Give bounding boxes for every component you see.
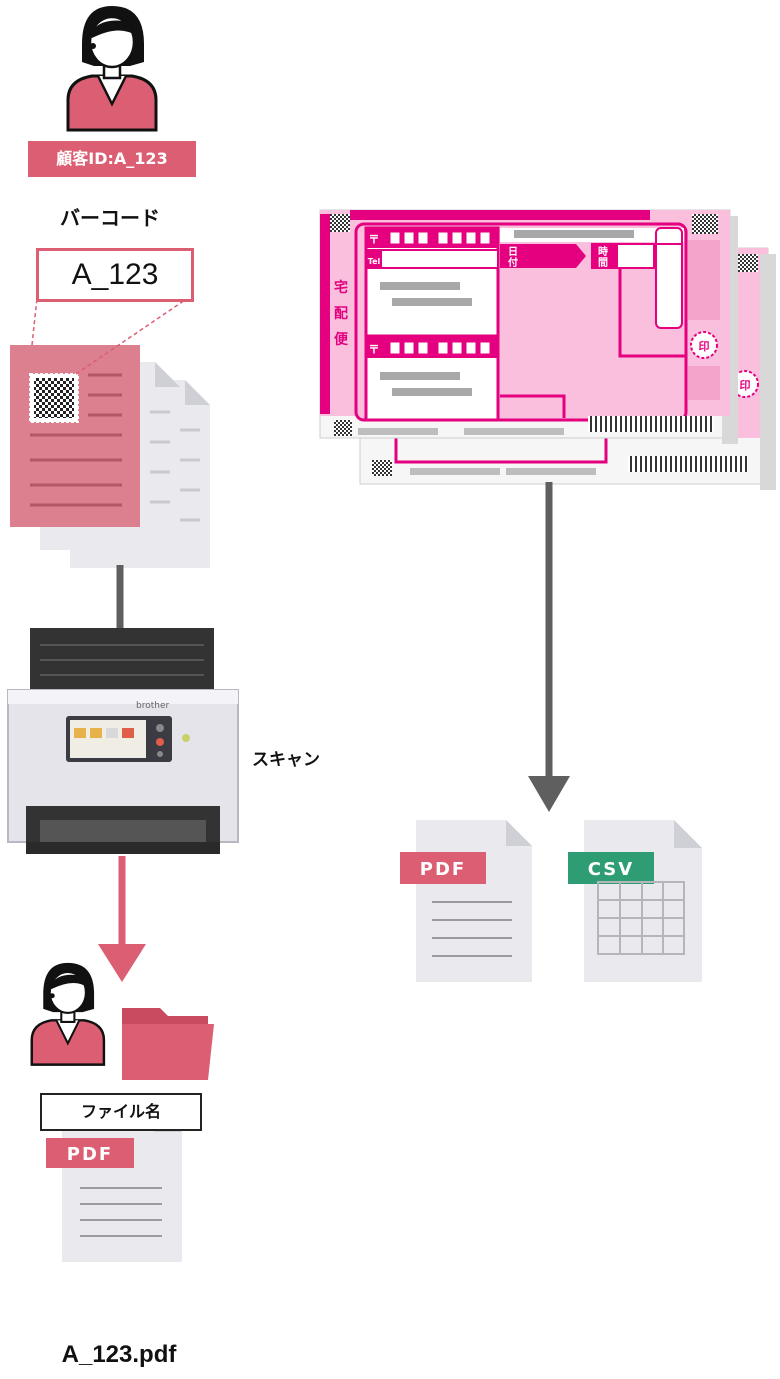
scanner-device: brother (7, 628, 239, 854)
slip-title-3: 便 (334, 331, 349, 348)
recipient-avatar (30, 962, 106, 1066)
folder-icon (122, 1008, 214, 1080)
barcode-title: バーコード (60, 206, 160, 230)
date-label-2: 付 (508, 256, 518, 269)
scan-output-arrow (98, 856, 146, 982)
seal-front: 印 (699, 340, 710, 353)
time-label-1: 時 (598, 245, 608, 258)
slip-title-1: 宅 (334, 279, 348, 296)
csv-badge: CSV (588, 859, 634, 880)
tel-mark: Tel (368, 257, 381, 266)
slip-output-arrow (528, 482, 570, 812)
scanner-brand: brother (136, 701, 169, 711)
slip-title-2: 配 (334, 306, 348, 322)
spreadsheet-grid-icon (597, 881, 685, 955)
document-stack (10, 297, 210, 568)
document-lines (30, 373, 122, 507)
qr-code-icon (34, 378, 74, 418)
pdf-badge-left: PDF (67, 1144, 113, 1165)
filename-label: ファイル名 (40, 1093, 202, 1131)
customer-avatar (66, 6, 158, 132)
filename-value: A_123.pdf (61, 1341, 177, 1368)
seal-back: 印 (740, 379, 751, 392)
time-label-2: 間 (598, 257, 608, 269)
output-pdf-document-right: PDF (400, 820, 532, 982)
pdf-badge-right: PDF (420, 859, 466, 880)
shipping-slip-stack: 印 印 宅 配 便 〒 〒 Tel (319, 209, 776, 490)
postal-mark-1: 〒 (369, 233, 380, 246)
customer-id-tag: 顧客ID:A_123 (28, 141, 196, 177)
date-label-1: 日 (508, 246, 518, 258)
barcode-value: A_123 (36, 248, 194, 302)
output-csv-document: CSV (568, 820, 702, 982)
postal-mark-2: 〒 (369, 343, 380, 356)
scan-label: スキャン (252, 750, 320, 770)
